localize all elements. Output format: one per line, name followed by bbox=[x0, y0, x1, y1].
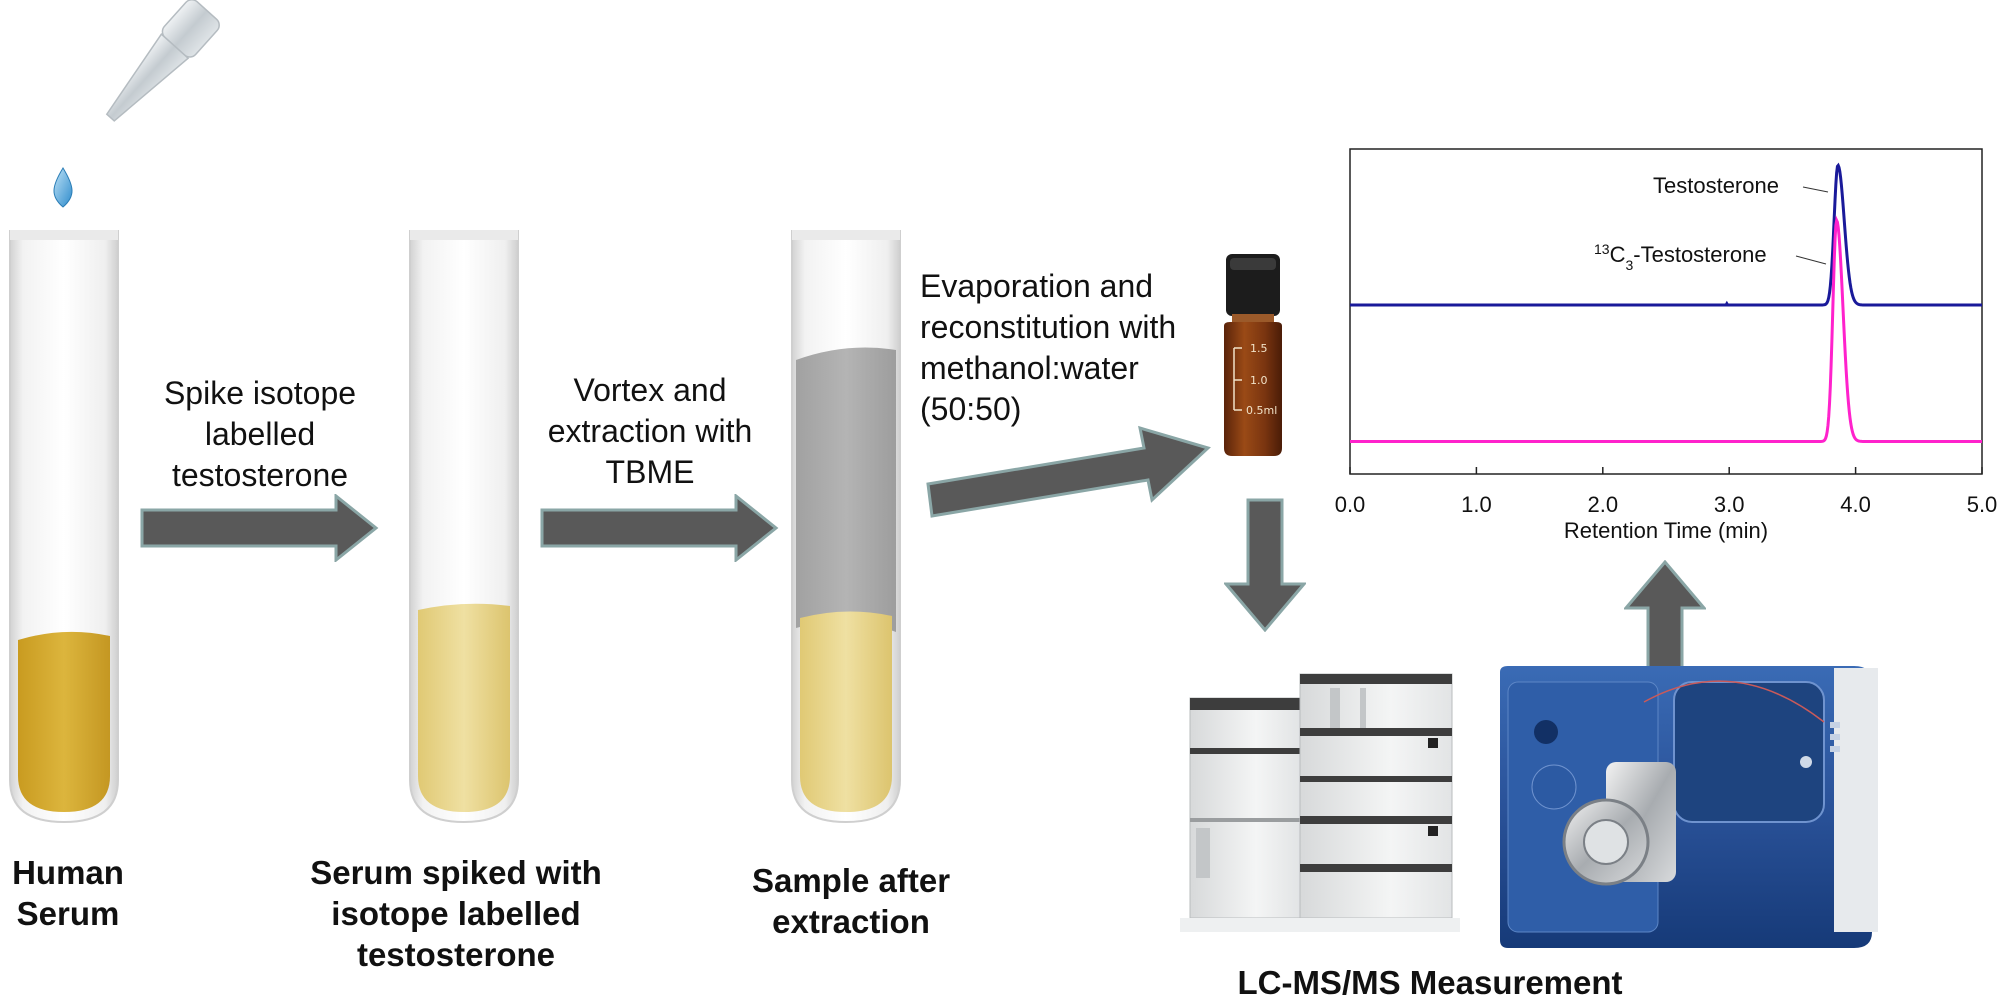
x-tick-label: 0.0 bbox=[1335, 492, 1366, 517]
x-tick-label: 2.0 bbox=[1588, 492, 1619, 517]
vial-icon: 1.5 1.0 0.5ml bbox=[1224, 254, 1282, 456]
ms-instrument bbox=[1500, 666, 1878, 948]
annotation-labelled-leader bbox=[1795, 255, 1827, 265]
vial-mark-0-5: 0.5ml bbox=[1246, 404, 1277, 417]
x-tick-label: 4.0 bbox=[1840, 492, 1871, 517]
tube-sample-after-extraction bbox=[791, 230, 901, 824]
tube-serum-spiked bbox=[409, 230, 519, 824]
x-tick-label: 3.0 bbox=[1714, 492, 1745, 517]
vial-mark-1-5: 1.5 bbox=[1250, 342, 1268, 355]
vial-mark-1-0: 1.0 bbox=[1250, 374, 1268, 387]
arrow-evaporation bbox=[926, 425, 1211, 518]
x-axis-label: Retention Time (min) bbox=[1564, 518, 1768, 543]
tube-human-serum bbox=[9, 230, 119, 824]
annotation-labelled-testosterone: 13C3-Testosterone bbox=[1594, 241, 1767, 273]
organic-layer bbox=[796, 347, 896, 632]
annotation-testosterone: Testosterone bbox=[1653, 173, 1779, 198]
dropper-icon bbox=[53, 0, 220, 208]
plot-area bbox=[1349, 148, 1983, 475]
trace-labelled-testosterone bbox=[1350, 215, 1982, 443]
arrow-vortex bbox=[540, 494, 779, 562]
x-tick-label: 1.0 bbox=[1461, 492, 1492, 517]
arrow-spike bbox=[140, 494, 379, 562]
lc-instrument bbox=[1180, 673, 1460, 932]
x-tick-label: 5.0 bbox=[1967, 492, 1998, 517]
caption-lcms: LC-MS/MS Measurement bbox=[1237, 964, 1623, 1001]
annotation-testosterone-leader bbox=[1802, 186, 1829, 193]
arrow-down-to-lcms bbox=[1224, 498, 1306, 632]
trace-testosterone bbox=[1350, 162, 1982, 307]
